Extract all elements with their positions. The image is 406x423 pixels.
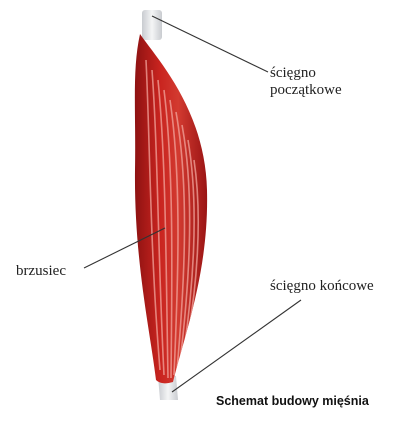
origin-tendon — [142, 10, 162, 40]
label-origin-tendon-line1: ścięgno — [270, 65, 342, 82]
leader-line-origin-tendon — [152, 16, 268, 72]
label-end-tendon: ścięgno końcowe — [270, 278, 374, 295]
label-origin-tendon-line2: początkowe — [270, 82, 342, 99]
label-belly: brzusiec — [16, 263, 66, 280]
label-origin-tendon: ścięgno początkowe — [270, 65, 342, 99]
diagram-caption: Schemat budowy mięśnia — [216, 394, 369, 408]
